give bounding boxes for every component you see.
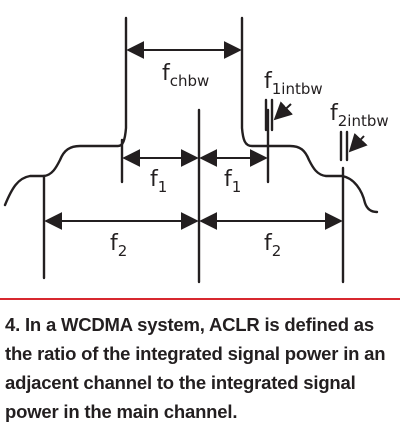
- f1-left-label: f1: [150, 167, 167, 196]
- f2-right-label: f2: [264, 231, 281, 260]
- caption-divider: [0, 298, 400, 300]
- fchbw-label: fchbw: [162, 61, 209, 90]
- figure-caption: 4. In a WCDMA system, ACLR is defined as…: [5, 314, 386, 422]
- aclr-spectrum-diagram: fchbw f1intbw f2intbw f1 f1 f2 f2: [3, 16, 389, 284]
- f1intbw-pointer: [273, 101, 293, 121]
- f2-left-label: f2: [110, 231, 127, 260]
- f1-right-label: f1: [224, 167, 241, 196]
- spectrum-curve-right: [240, 16, 379, 214]
- spectrum-curve: [3, 16, 128, 207]
- f2intbw-pointer: [348, 133, 368, 153]
- f2intbw-label: f2intbw: [330, 101, 389, 130]
- f1intbw-label: f1intbw: [264, 69, 323, 98]
